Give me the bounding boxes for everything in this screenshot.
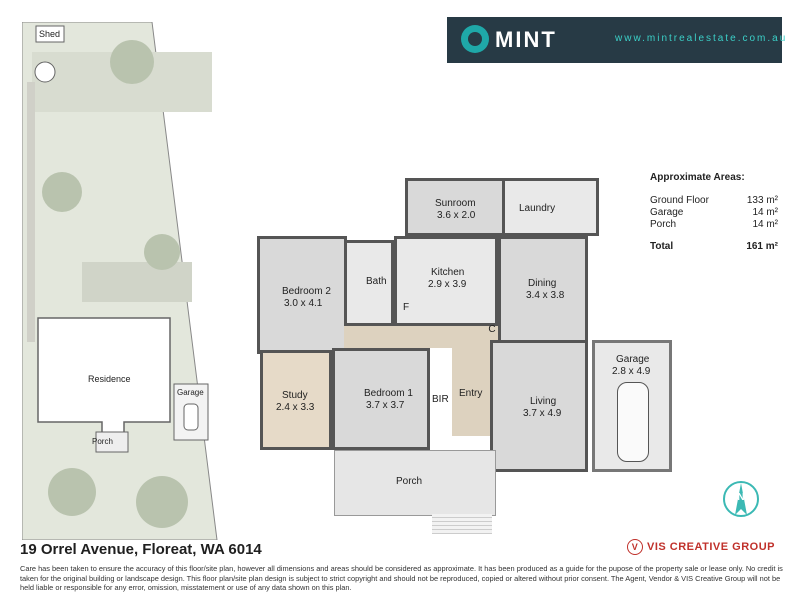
sunroom-name: Sunroom <box>435 198 476 209</box>
area-value: 133 m² <box>746 195 778 206</box>
total-label: Total <box>650 241 674 252</box>
porch-name: Porch <box>396 476 423 487</box>
area-value: 14 m² <box>752 219 778 230</box>
dining-dims: 3.4 x 3.8 <box>526 290 565 301</box>
living-dims: 3.7 x 4.9 <box>523 408 562 419</box>
porch-steps <box>432 514 492 534</box>
room-study <box>260 350 332 450</box>
laundry-name: Laundry <box>519 203 556 214</box>
total-value: 161 m² <box>746 241 778 252</box>
living-name: Living <box>530 396 557 407</box>
car-icon <box>617 382 649 462</box>
site-garage-label: Garage <box>177 388 204 397</box>
vis-name: VIS CREATIVE GROUP <box>647 541 775 553</box>
area-value: 14 m² <box>752 207 778 218</box>
area-label: Garage <box>650 207 684 218</box>
site-plan: Shed Residence Garage Porch <box>21 21 232 541</box>
brand-url[interactable]: www.mintrealestate.com.au <box>615 33 788 44</box>
vis-logo-icon: V <box>627 539 643 555</box>
room-garage <box>592 340 672 472</box>
areas-row: Porch 14 m² <box>650 219 778 231</box>
bath-name: Bath <box>366 276 387 287</box>
property-address: 19 Orrel Avenue, Floreat, WA 6014 <box>20 541 262 558</box>
areas-title: Approximate Areas: <box>650 172 745 183</box>
room-kitchen <box>394 236 498 326</box>
svg-text:N: N <box>737 492 744 503</box>
areas-row: Garage 14 m² <box>650 207 778 219</box>
cupboard-label: C <box>488 324 496 335</box>
study-name: Study <box>282 390 308 401</box>
room-entry <box>452 348 490 436</box>
study-dims: 2.4 x 3.3 <box>276 402 315 413</box>
dining-name: Dining <box>528 278 557 289</box>
areas-row: Ground Floor 133 m² <box>650 195 778 207</box>
kitchen-name: Kitchen <box>431 267 465 278</box>
room-laundry <box>502 178 599 236</box>
vis-creative-logo: V VIS CREATIVE GROUP <box>627 539 775 555</box>
room-sunroom <box>405 178 505 236</box>
bedroom1-name: Bedroom 1 <box>364 388 413 399</box>
floor-plan: Sunroom 3.6 x 2.0 Laundry Bedroom 2 3.0 … <box>252 160 672 540</box>
room-porch <box>334 450 496 516</box>
site-porch-label: Porch <box>92 437 113 446</box>
garage-dims: 2.8 x 4.9 <box>612 366 651 377</box>
garage-name: Garage <box>616 354 650 365</box>
area-label: Porch <box>650 219 677 230</box>
room-dining <box>498 236 588 346</box>
room-bath <box>344 240 394 326</box>
compass-icon: N <box>721 479 761 525</box>
site-shed-label: Shed <box>39 29 61 39</box>
room-bedroom-2 <box>257 236 347 354</box>
kitchen-dims: 2.9 x 3.9 <box>428 279 467 290</box>
bedroom2-dims: 3.0 x 4.1 <box>284 298 323 309</box>
room-bedroom-1 <box>332 348 430 450</box>
bir-label: BIR <box>432 394 449 405</box>
area-label: Ground Floor <box>650 195 709 206</box>
hallway <box>344 326 498 348</box>
mint-logo-icon <box>461 25 489 53</box>
site-plan-drawing <box>21 21 218 541</box>
bedroom2-name: Bedroom 2 <box>282 286 331 297</box>
sunroom-dims: 3.6 x 2.0 <box>437 210 476 221</box>
disclaimer-text: Care has been taken to ensure the accura… <box>20 564 783 592</box>
site-residence-label: Residence <box>88 374 131 384</box>
room-living <box>490 340 588 472</box>
areas-table: Approximate Areas: Ground Floor 133 m² Ga… <box>650 172 778 253</box>
bedroom1-dims: 3.7 x 3.7 <box>366 400 405 411</box>
brand-name: MINT <box>495 27 557 52</box>
fridge-label: F <box>402 302 410 313</box>
entry-name: Entry <box>459 388 483 399</box>
brand-banner: MINT www.mintrealestate.com.au <box>447 17 785 63</box>
areas-total: Total 161 m² <box>650 241 778 253</box>
